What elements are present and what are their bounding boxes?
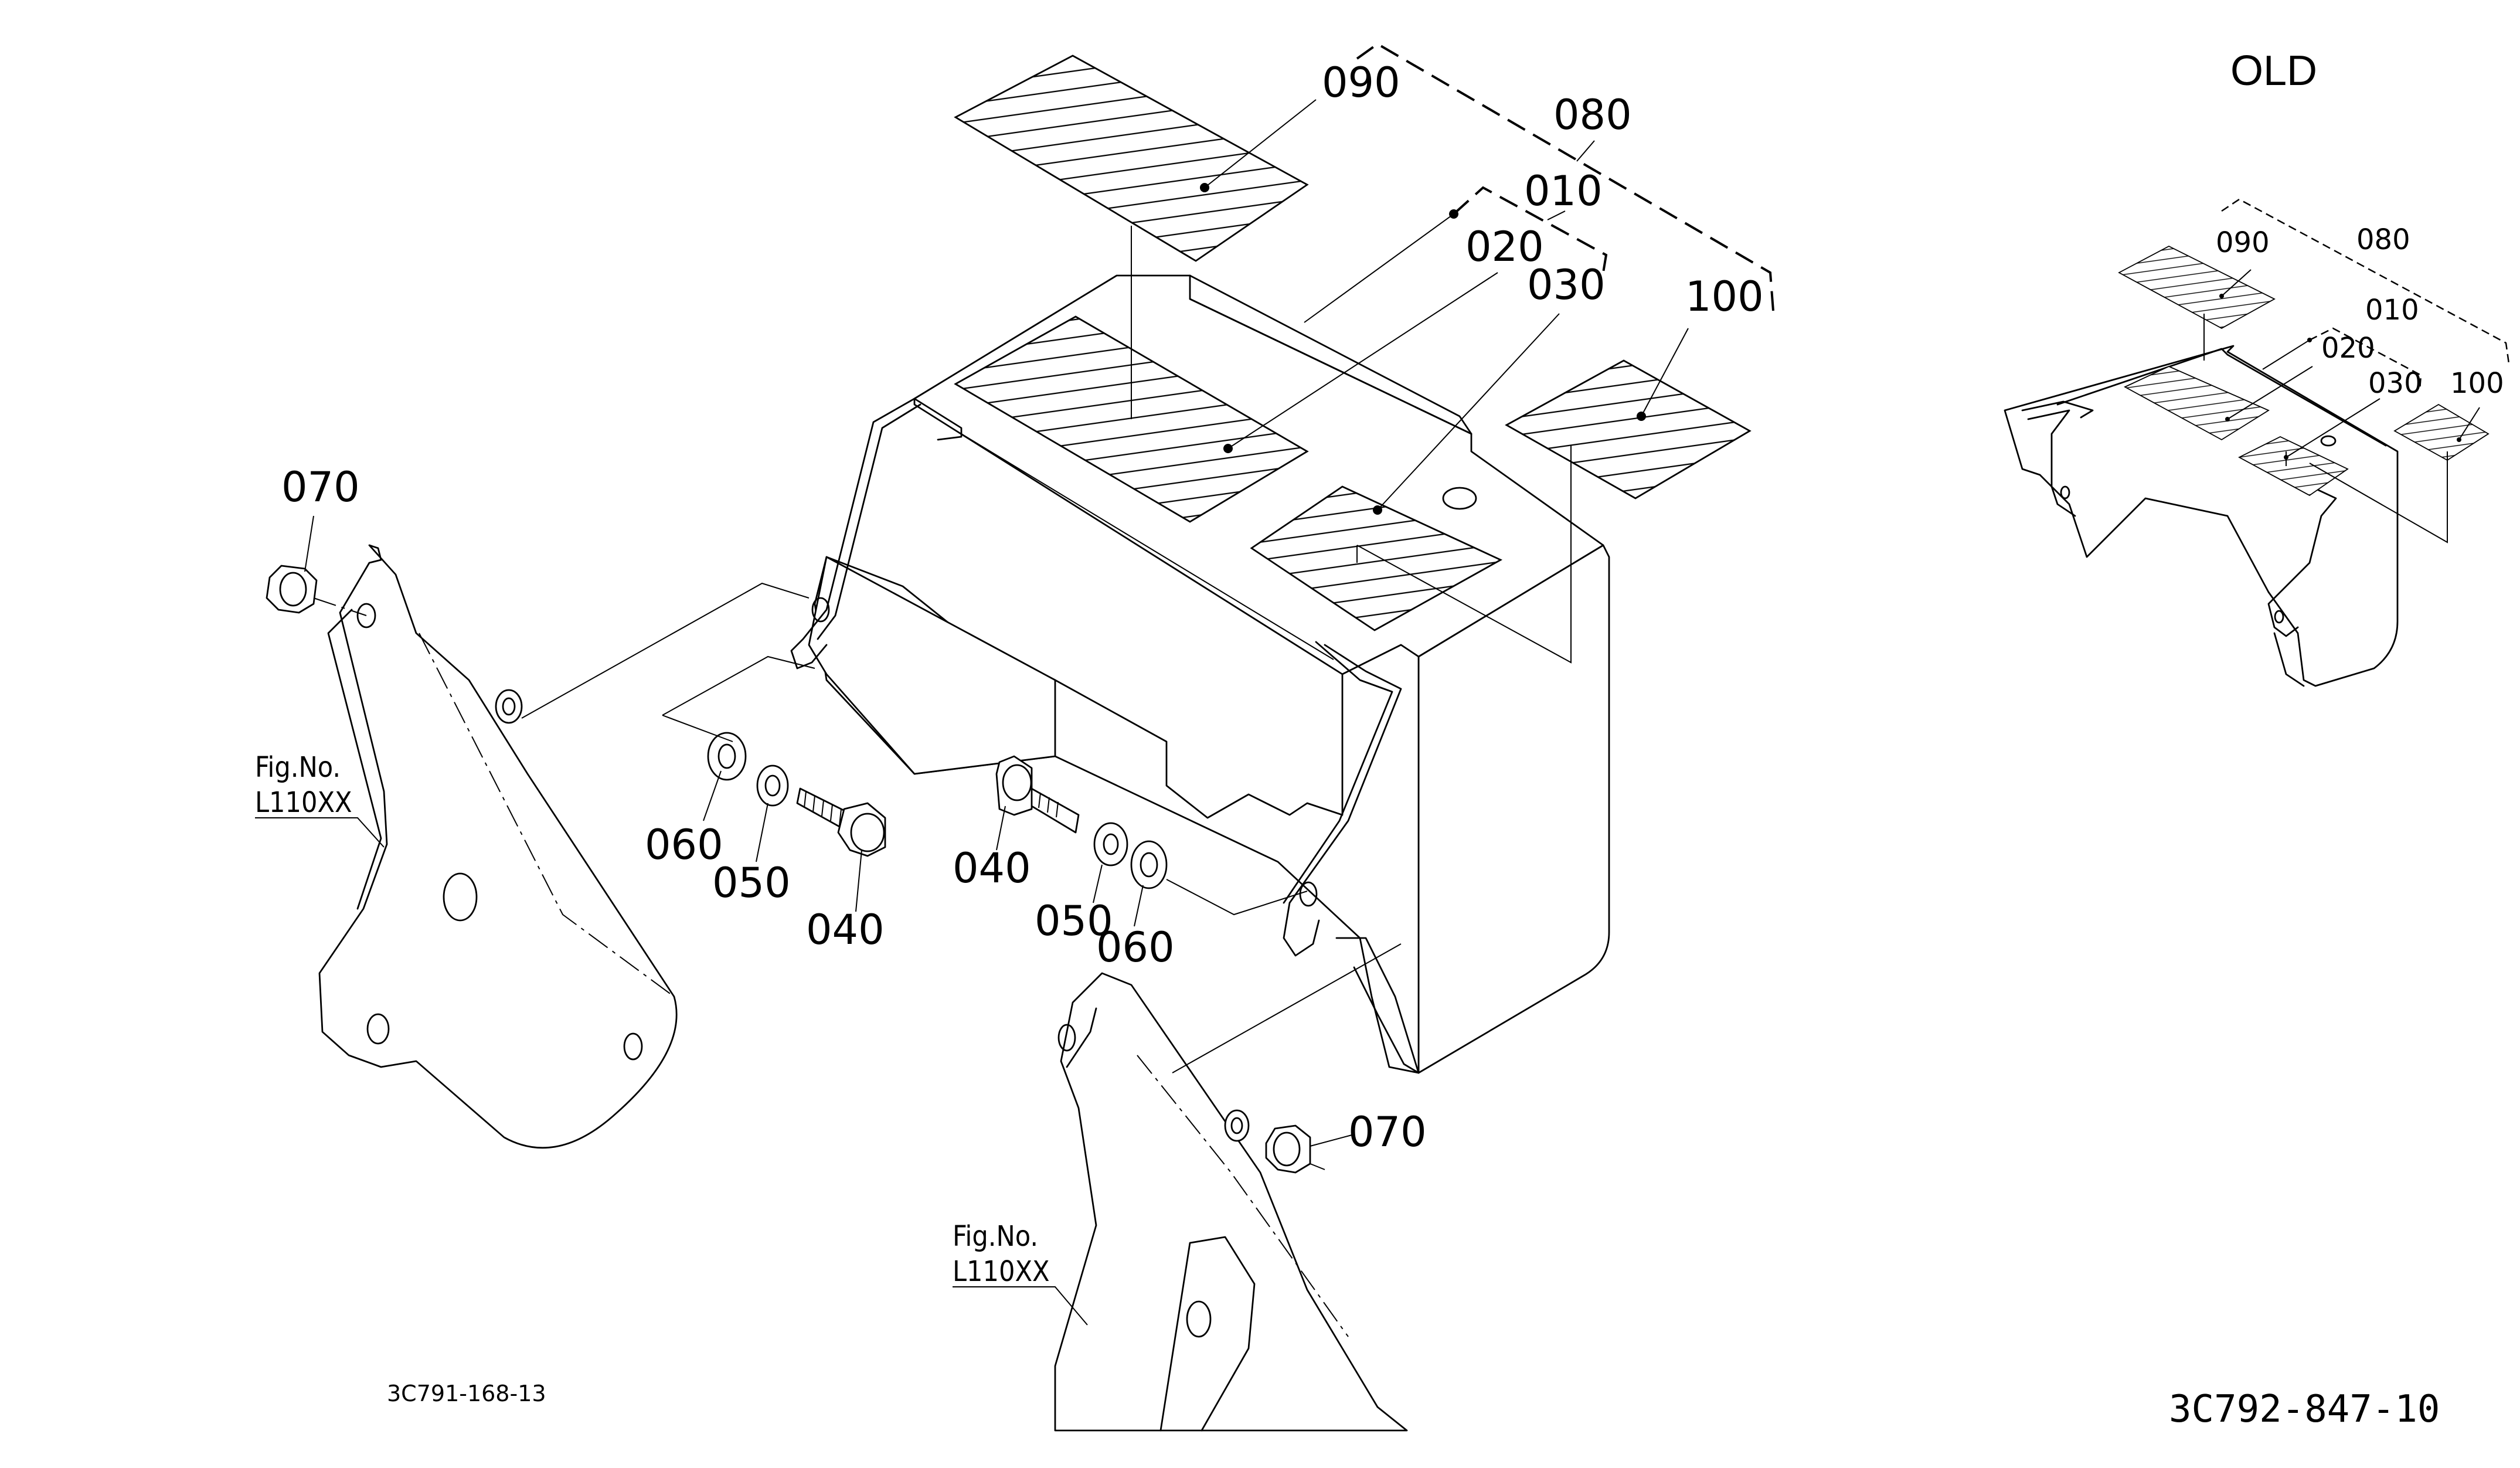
- label-090: 090: [1322, 59, 1400, 107]
- fig-ref-right-line2: L110XX: [953, 1255, 1050, 1288]
- left-mount-plate: [318, 544, 678, 1149]
- old-title: OLD: [2230, 47, 2317, 94]
- projection-lines: [1131, 226, 1572, 664]
- hardware-left: [266, 565, 886, 857]
- decal-090: [954, 55, 1309, 262]
- label-020: 020: [1465, 223, 1544, 271]
- right-mount-plate: [1054, 972, 1408, 1432]
- old-label-020: 020: [2321, 332, 2375, 365]
- label-060-left: 060: [645, 821, 723, 869]
- fig-ref-right-line1: Fig.No.: [953, 1220, 1038, 1253]
- label-040-left: 040: [806, 906, 885, 954]
- label-080: 080: [1553, 91, 1632, 139]
- decal-100: [1505, 359, 1752, 499]
- label-100: 100: [1685, 273, 1764, 321]
- decal-030: [1250, 485, 1503, 631]
- label-050-left: 050: [712, 859, 791, 907]
- fig-ref-right: Fig.No. L110XX: [953, 1220, 1050, 1288]
- label-010: 010: [1524, 167, 1603, 215]
- old-label-100: 100: [2450, 367, 2504, 400]
- old-label-090: 090: [2216, 226, 2270, 259]
- diagram-code-left: 3C791-168-13: [387, 1381, 546, 1406]
- old-label-030: 030: [2368, 367, 2422, 400]
- label-070-right: 070: [1348, 1108, 1427, 1156]
- hardware-right: [995, 755, 1402, 1174]
- fig-ref-left-line2: L110XX: [255, 786, 352, 819]
- label-050-right: 050: [1035, 897, 1113, 945]
- old-inset: OLD 090 080 010 020: [2004, 47, 2510, 687]
- fig-ref-left-line1: Fig.No.: [255, 751, 341, 784]
- label-060-right: 060: [1096, 923, 1175, 971]
- callout-leaders: [255, 42, 1774, 1326]
- label-030: 030: [1527, 261, 1606, 309]
- label-070-left: 070: [281, 463, 360, 511]
- label-040-right: 040: [953, 844, 1031, 892]
- diagram-code-right: 3C792-847-10: [2169, 1388, 2440, 1431]
- old-label-080: 080: [2356, 223, 2410, 256]
- old-label-010: 010: [2365, 294, 2419, 327]
- fig-ref-left: Fig.No. L110XX: [255, 751, 352, 819]
- part-labels: 090 080 010 020 030 100 070 060 050 040 …: [281, 59, 1764, 1156]
